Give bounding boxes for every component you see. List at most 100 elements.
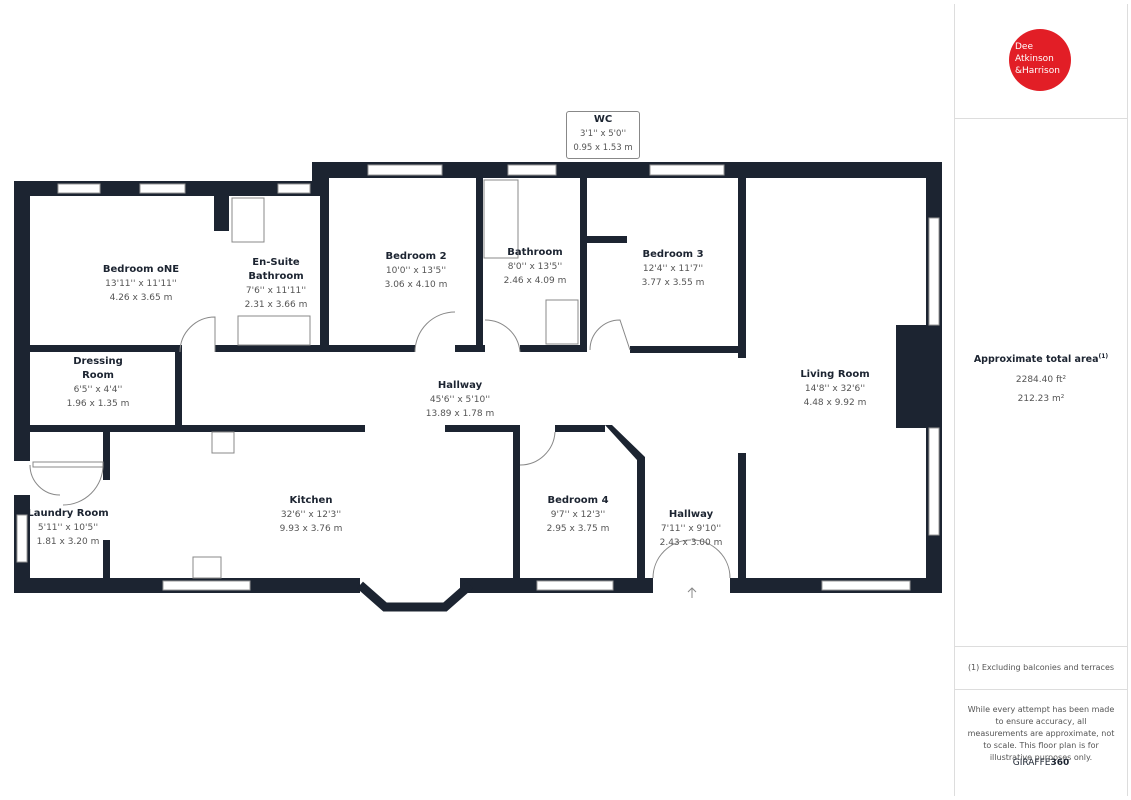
room-imperial: 14'8'' x 32'6''	[804, 384, 866, 394]
wall	[445, 425, 520, 432]
room-laundry-room: Laundry Room 5'11'' x 10'5'' 1.81 x 3.20…	[27, 507, 108, 549]
wall	[476, 178, 483, 350]
room-bathroom: Bathroom 8'0'' x 13'5'' 2.46 x 4.09 m	[504, 246, 567, 288]
wall	[214, 181, 229, 231]
window	[162, 580, 251, 591]
door-swing	[414, 311, 456, 353]
room-metric: 4.48 x 9.92 m	[803, 398, 867, 408]
room-name: En-Suite Bathroom	[248, 257, 304, 282]
room-imperial: 45'6'' x 5'10''	[429, 395, 491, 405]
room-bedroom-4: Bedroom 4 9'7'' x 12'3'' 2.95 x 3.75 m	[547, 494, 610, 536]
wall	[738, 178, 746, 358]
room-imperial: 13'11'' x 11'11''	[105, 279, 177, 289]
wall	[520, 345, 587, 352]
window	[16, 514, 28, 563]
fireplace	[896, 325, 926, 428]
window	[928, 427, 940, 536]
room-imperial: 32'6'' x 12'3''	[280, 510, 342, 520]
room-metric: 1.96 x 1.35 m	[66, 399, 130, 409]
window	[536, 580, 614, 591]
wall	[30, 345, 180, 352]
room-metric: 4.26 x 3.65 m	[109, 293, 173, 303]
room-ensuite: En-Suite Bathroom 7'6'' x 11'11'' 2.31 x…	[234, 256, 318, 312]
wall	[630, 346, 745, 353]
fixtures	[29, 179, 731, 598]
room-metric: 0.95 x 1.53 m	[573, 143, 633, 153]
window	[649, 164, 725, 176]
room-imperial: 5'11'' x 10'5''	[37, 523, 99, 533]
shower	[545, 299, 579, 345]
wall	[175, 345, 182, 427]
room-metric: 2.46 x 4.09 m	[503, 276, 567, 286]
room-bedroom-2: Bedroom 2 10'0'' x 13'5'' 3.06 x 4.10 m	[385, 250, 448, 292]
door-swing	[589, 319, 631, 351]
room-metric: 3.06 x 4.10 m	[384, 280, 448, 290]
bath	[483, 179, 519, 259]
room-metric: 1.81 x 3.20 m	[36, 537, 100, 547]
window	[57, 183, 101, 194]
room-kitchen: Kitchen 32'6'' x 12'3'' 9.93 x 3.76 m	[280, 494, 343, 536]
room-name: Hallway	[668, 509, 714, 520]
room-name: Bedroom 2	[385, 251, 447, 262]
wall	[455, 345, 485, 352]
room-name: Bedroom 4	[547, 495, 609, 506]
windows	[16, 164, 940, 593]
wall	[30, 425, 365, 432]
window	[367, 164, 443, 176]
wall-angled	[605, 425, 645, 578]
wall	[103, 430, 110, 480]
bay-window	[357, 581, 473, 612]
door-swing	[519, 431, 556, 466]
hob-icon	[211, 431, 235, 454]
room-metric: 2.95 x 3.75 m	[546, 524, 610, 534]
brand-text: GIRAFFE	[1012, 758, 1051, 768]
shower	[231, 197, 265, 243]
entrance-arrow-icon	[687, 587, 697, 598]
counter	[32, 461, 104, 468]
wall	[513, 425, 520, 578]
wall	[103, 540, 110, 580]
room-imperial: 7'11'' x 9'10''	[660, 524, 722, 534]
divider	[955, 118, 1127, 119]
room-imperial: 6'5'' x 4'4''	[73, 385, 123, 395]
area-footnote-mark: (1)	[1098, 353, 1109, 360]
total-area: Approximate total area(1) 2284.40 ft² 21…	[955, 350, 1127, 405]
room-name: Dressing Room	[73, 356, 123, 381]
outer-wall-left	[14, 181, 30, 461]
wall	[580, 178, 587, 350]
room-metric: 2.31 x 3.66 m	[244, 300, 308, 310]
room-metric: 2.43 x 3.00 m	[659, 538, 723, 548]
room-imperial: 3'1'' x 5'0''	[579, 129, 627, 139]
divider	[955, 689, 1127, 690]
room-living-room: Living Room 14'8'' x 32'6'' 4.48 x 9.92 …	[800, 368, 869, 410]
disclaimer: While every attempt has been made to ens…	[967, 705, 1115, 762]
room-imperial: 9'7'' x 12'3''	[550, 510, 606, 520]
front-door-swing	[652, 539, 731, 579]
divider	[955, 646, 1127, 647]
room-name: Bedroom 3	[642, 249, 704, 260]
area-title: Approximate total area	[973, 354, 1099, 366]
room-name: WC	[593, 114, 613, 125]
giraffe360-brand: GIRAFFE360	[955, 758, 1127, 768]
brand-number: 360	[1050, 758, 1070, 768]
window	[928, 217, 940, 326]
wall	[738, 453, 746, 578]
area-ft: 2284.40 ft²	[1015, 375, 1067, 386]
door-swing	[29, 464, 104, 506]
room-dressing-room: Dressing Room 6'5'' x 4'4'' 1.96 x 1.35 …	[60, 355, 136, 411]
window	[821, 580, 911, 591]
room-imperial: 7'6'' x 11'11''	[245, 286, 307, 296]
room-name: Laundry Room	[27, 508, 109, 519]
room-name: Bathroom	[507, 247, 563, 258]
wall	[215, 345, 330, 352]
bath	[237, 315, 311, 346]
room-name: Hallway	[437, 380, 483, 391]
room-imperial: 10'0'' x 13'5''	[385, 266, 447, 276]
area-m: 212.23 m²	[1017, 394, 1065, 405]
window	[277, 183, 311, 194]
front-door-opening	[653, 578, 730, 593]
room-bedroom-one: Bedroom oNE 13'11'' x 11'11'' 4.26 x 3.6…	[103, 263, 179, 305]
window	[507, 164, 557, 176]
